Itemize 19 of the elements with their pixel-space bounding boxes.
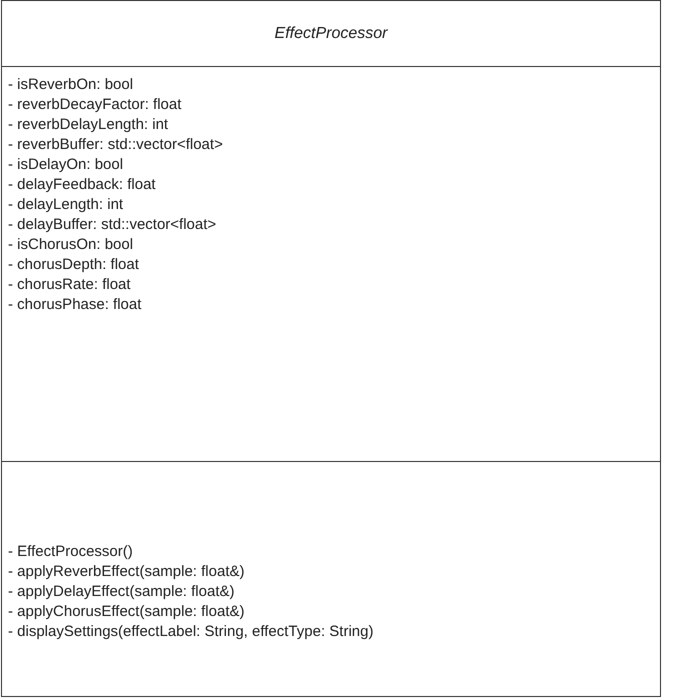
attribute-text: - reverbDecayFactor: float xyxy=(8,95,182,115)
attribute-text: - chorusPhase: float xyxy=(8,295,142,315)
attribute-text: - delayLength: int xyxy=(8,195,124,215)
attribute-text: - isDelayOn: bool xyxy=(8,155,124,175)
method-text: - applyChorusEffect(sample: float&) xyxy=(8,602,244,622)
attribute-text: - reverbDelayLength: int xyxy=(8,115,168,135)
attribute-text: - reverbBuffer: std::vector<float> xyxy=(8,135,223,155)
method-text: - displaySettings(effectLabel: String, effectType: String) xyxy=(8,622,374,642)
attribute-text: - delayBuffer: std::vector<float> xyxy=(8,215,216,235)
attribute-text: - chorusRate: float xyxy=(8,275,131,295)
class-name: EffectProcessor xyxy=(274,24,388,44)
method-text: - EffectProcessor() xyxy=(8,542,133,562)
attribute-text: - chorusDepth: float xyxy=(8,255,139,275)
method-text: - applyDelayEffect(sample: float&) xyxy=(8,582,234,602)
class-box xyxy=(1,0,661,697)
attribute-text: - delayFeedback: float xyxy=(8,175,156,195)
attribute-text: - isReverbOn: bool xyxy=(8,75,134,95)
method-text: - applyReverbEffect(sample: float&) xyxy=(8,562,244,582)
attribute-text: - isChorusOn: bool xyxy=(8,235,134,255)
